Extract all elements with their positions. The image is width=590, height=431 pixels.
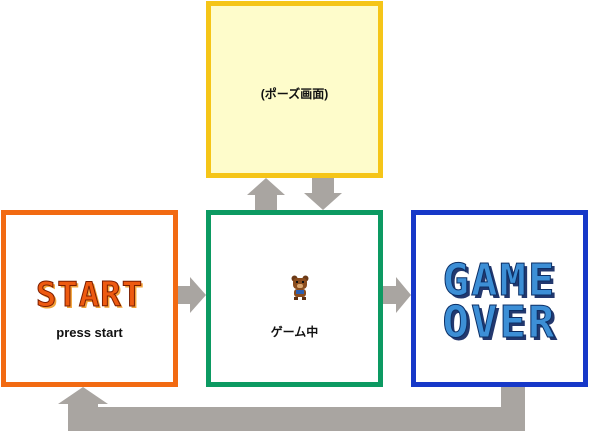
- arrow-start-to-game: [178, 277, 206, 313]
- arrow-game-to-pause: [247, 178, 285, 210]
- pause-screen-label: (ポーズ画面): [260, 87, 329, 101]
- game-over-node: GAME OVER: [411, 210, 588, 387]
- arrow-game-to-gameover: [383, 277, 411, 313]
- bear-sprite-icon: [291, 275, 309, 300]
- press-start-label: press start: [56, 325, 123, 340]
- in-game-node: ゲーム中: [206, 210, 383, 387]
- game-over-title-line1: GAME: [442, 255, 557, 306]
- pause-screen-node: (ポーズ画面): [206, 1, 383, 178]
- in-game-label: ゲーム中: [270, 325, 319, 339]
- arrow-gameover-to-start: [58, 387, 525, 431]
- start-screen-node: START press start: [1, 210, 178, 387]
- start-title: START: [35, 275, 144, 316]
- arrow-pause-to-game: [304, 178, 342, 210]
- game-over-title-line2: OVER: [442, 297, 557, 348]
